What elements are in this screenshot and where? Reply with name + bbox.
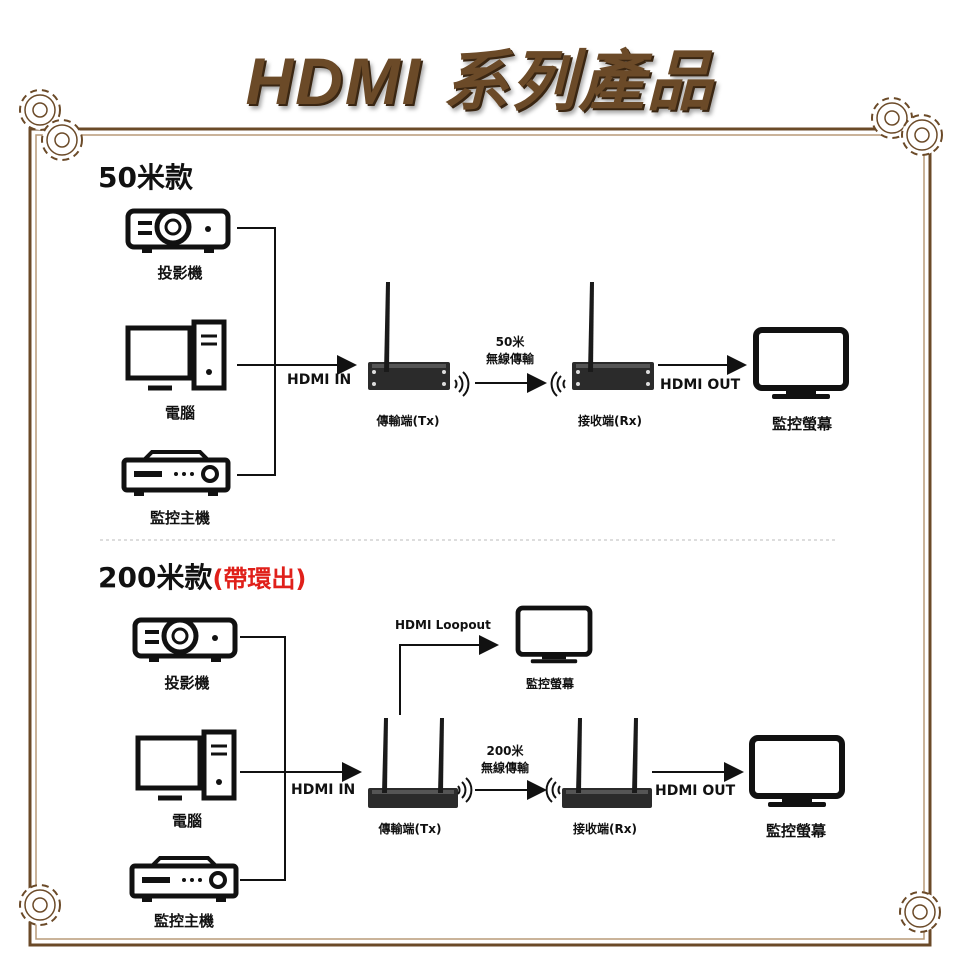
wireless-signal-icon bbox=[550, 371, 566, 397]
receiver-device bbox=[572, 282, 654, 390]
distance-label: 200米 bbox=[486, 744, 524, 758]
source-label-dvr: 監控主機 bbox=[149, 509, 211, 527]
page-title: HDMI 系列產品 bbox=[245, 44, 715, 118]
tx-label: 傳輸端(Tx) bbox=[376, 414, 440, 428]
wireless-label: 無線傳輸 bbox=[480, 761, 530, 775]
rx-label: 接收端(Rx) bbox=[573, 822, 637, 836]
source-label-computer: 電腦 bbox=[171, 812, 203, 830]
display-label: 監控螢幕 bbox=[765, 822, 827, 840]
gear-icon bbox=[41, 119, 83, 161]
source-label-projector: 投影機 bbox=[164, 674, 210, 692]
receiver-device bbox=[562, 718, 652, 808]
connection-lines bbox=[237, 227, 747, 476]
loopout-monitor-icon bbox=[518, 608, 590, 663]
monitor-icon bbox=[756, 330, 846, 399]
hdmi-out-label: HDMI OUT bbox=[660, 377, 741, 393]
hdmi-out-label: HDMI OUT bbox=[655, 783, 736, 799]
connection-lines bbox=[240, 635, 744, 881]
transmitter-device bbox=[368, 282, 450, 390]
projector-icon bbox=[128, 211, 228, 253]
wireless-signal-icon bbox=[454, 371, 470, 397]
computer-icon bbox=[128, 322, 224, 388]
hdmi-in-label: HDMI IN bbox=[291, 782, 356, 798]
hdmi-in-label: HDMI IN bbox=[287, 372, 352, 388]
tx-label: 傳輸端(Tx) bbox=[378, 822, 442, 836]
transmitter-device bbox=[368, 718, 458, 808]
rx-label: 接收端(Rx) bbox=[578, 414, 642, 428]
wireless-signal-icon bbox=[457, 777, 473, 803]
wireless-label: 無線傳輸 bbox=[485, 352, 535, 366]
monitor-icon bbox=[752, 738, 842, 807]
hdmi-loopout-label: HDMI Loopout bbox=[395, 618, 491, 632]
projector-icon bbox=[135, 620, 235, 662]
loop-display-label: 監控螢幕 bbox=[525, 677, 575, 691]
dvr-icon bbox=[124, 452, 228, 496]
section-heading-50m: 50米款 bbox=[98, 161, 193, 194]
source-label-projector: 投影機 bbox=[157, 264, 203, 282]
decorative-frame bbox=[28, 127, 932, 947]
wireless-signal-icon bbox=[545, 777, 561, 803]
dvr-icon bbox=[132, 858, 236, 902]
display-label: 監控螢幕 bbox=[771, 415, 833, 433]
source-label-computer: 電腦 bbox=[164, 404, 196, 422]
distance-label: 50米 bbox=[495, 335, 525, 349]
gear-icon bbox=[19, 884, 61, 926]
heading-text: 200米款 bbox=[98, 561, 213, 594]
computer-icon bbox=[138, 732, 234, 798]
heading-note: (帶環出) bbox=[212, 565, 307, 593]
section-heading-200m: 200米款(帶環出) bbox=[98, 556, 306, 596]
gear-icon bbox=[899, 891, 941, 933]
source-label-dvr: 監控主機 bbox=[153, 912, 215, 930]
